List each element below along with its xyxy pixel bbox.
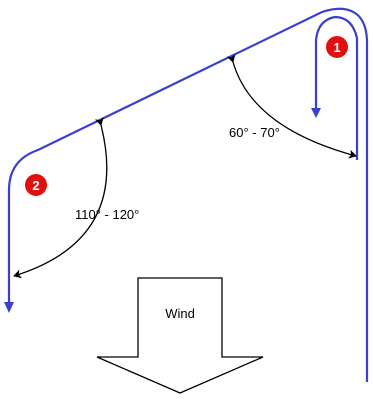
angle-arc-60-70	[226, 54, 357, 159]
inner-loop-arrowhead	[311, 108, 321, 118]
left-down-arrowhead	[4, 302, 14, 313]
svg-text:1: 1	[333, 40, 340, 55]
angle-arc-110-120	[13, 117, 108, 279]
wind-arrow: Wind	[96, 277, 264, 394]
angle-label-110-120: 110° - 120°	[75, 207, 139, 222]
wind-label: Wind	[165, 306, 195, 321]
badge-2: 2	[25, 174, 47, 196]
angle-label-60-70: 60° - 70°	[229, 125, 280, 140]
badge-1: 1	[326, 36, 348, 58]
svg-text:2: 2	[32, 178, 39, 193]
inner-loop-line	[314, 15, 359, 160]
